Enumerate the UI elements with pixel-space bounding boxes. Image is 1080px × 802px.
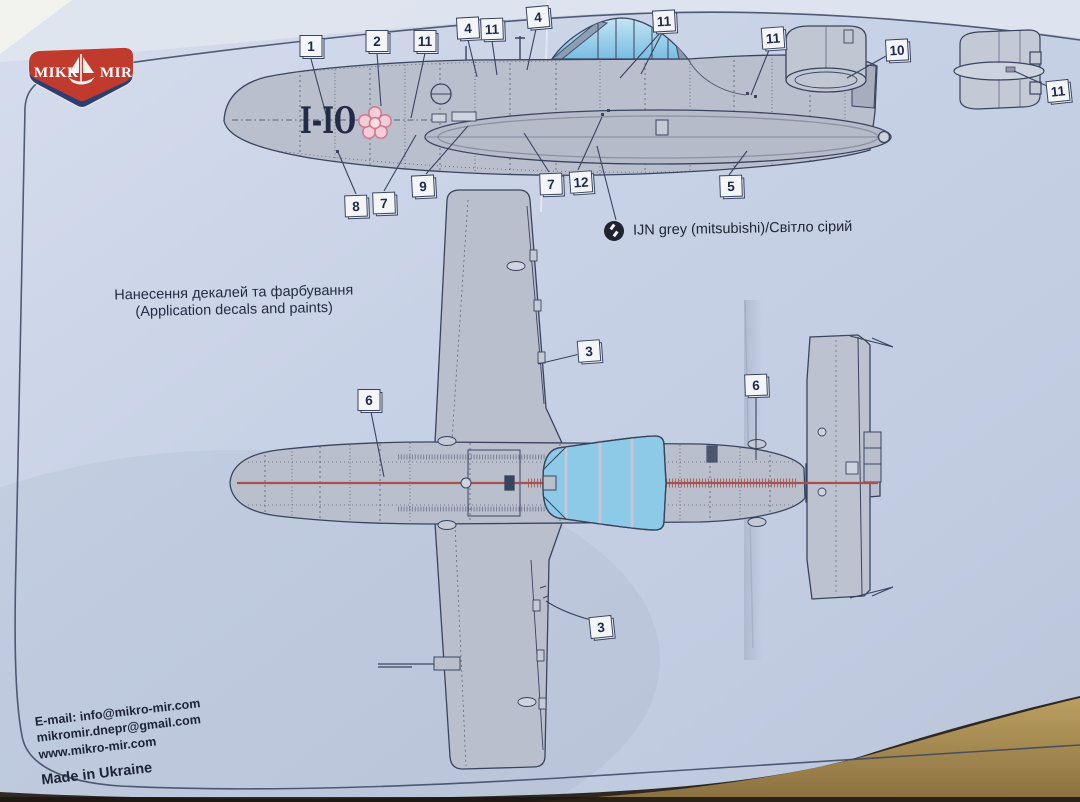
- leader-lines: [310, 28, 1048, 621]
- section-heading: Нанесення декалей та фарбування (Applica…: [100, 282, 369, 322]
- tail-detail-view: [953, 29, 1045, 110]
- fuselage-marking-code: I-IO: [300, 100, 356, 142]
- paper-top-margin: [0, 0, 1080, 62]
- canopy-plan: [542, 435, 667, 531]
- photo-bottom-edge: [0, 797, 1080, 802]
- logo-word-right: Mir: [100, 65, 132, 81]
- sakura-blossom-decal: [357, 106, 392, 140]
- under-sheet-corner: [0, 0, 72, 54]
- brand-logo: Mikr Mir: [24, 46, 140, 108]
- logo-ship-icon: [68, 54, 95, 85]
- plan-view: [229, 189, 894, 770]
- paint-swatch-icon: [603, 220, 625, 242]
- wood-table: [520, 698, 1080, 802]
- logo-word-left: Mikr: [34, 65, 79, 81]
- side-view: [223, 17, 892, 176]
- paint-legend-label: IJN grey (mitsubishi)/Світло сірий: [632, 218, 853, 239]
